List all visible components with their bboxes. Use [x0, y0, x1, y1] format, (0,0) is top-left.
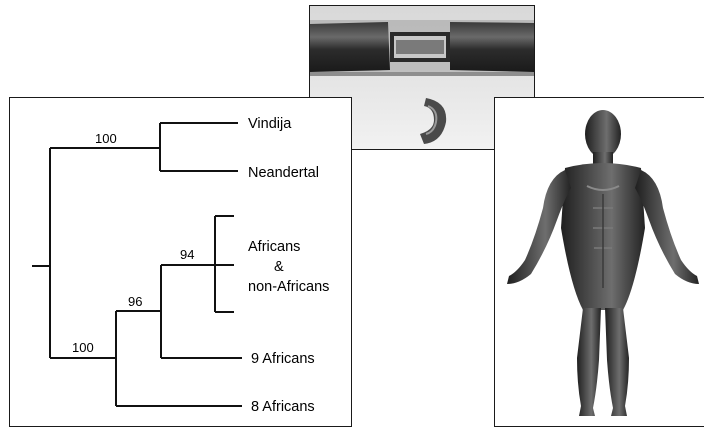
- leaf-eight-africans: 8 Africans: [251, 399, 315, 415]
- reconstruction-graphic: [495, 98, 704, 427]
- bootstrap-human-clade: 100: [72, 340, 94, 355]
- bootstrap-node-94: 94: [180, 247, 194, 262]
- leaf-vindija: Vindija: [248, 116, 292, 132]
- leaf-neandertal: Neandertal: [248, 165, 319, 181]
- leaf-ampersand: &: [274, 259, 284, 275]
- leaf-africans: Africans: [248, 239, 300, 255]
- phylogenetic-tree: 100 100 96 94 Vindija Neandertal African…: [9, 97, 352, 427]
- bootstrap-neandertal-clade: 100: [95, 131, 117, 146]
- bootstrap-node-96: 96: [128, 294, 142, 309]
- leaf-nine-africans: 9 Africans: [251, 351, 315, 367]
- neandertal-reconstruction-figure: [494, 97, 704, 427]
- leaf-non-africans: non-Africans: [248, 279, 329, 295]
- tree-graphic: 100 100 96 94 Vindija Neandertal African…: [10, 98, 352, 427]
